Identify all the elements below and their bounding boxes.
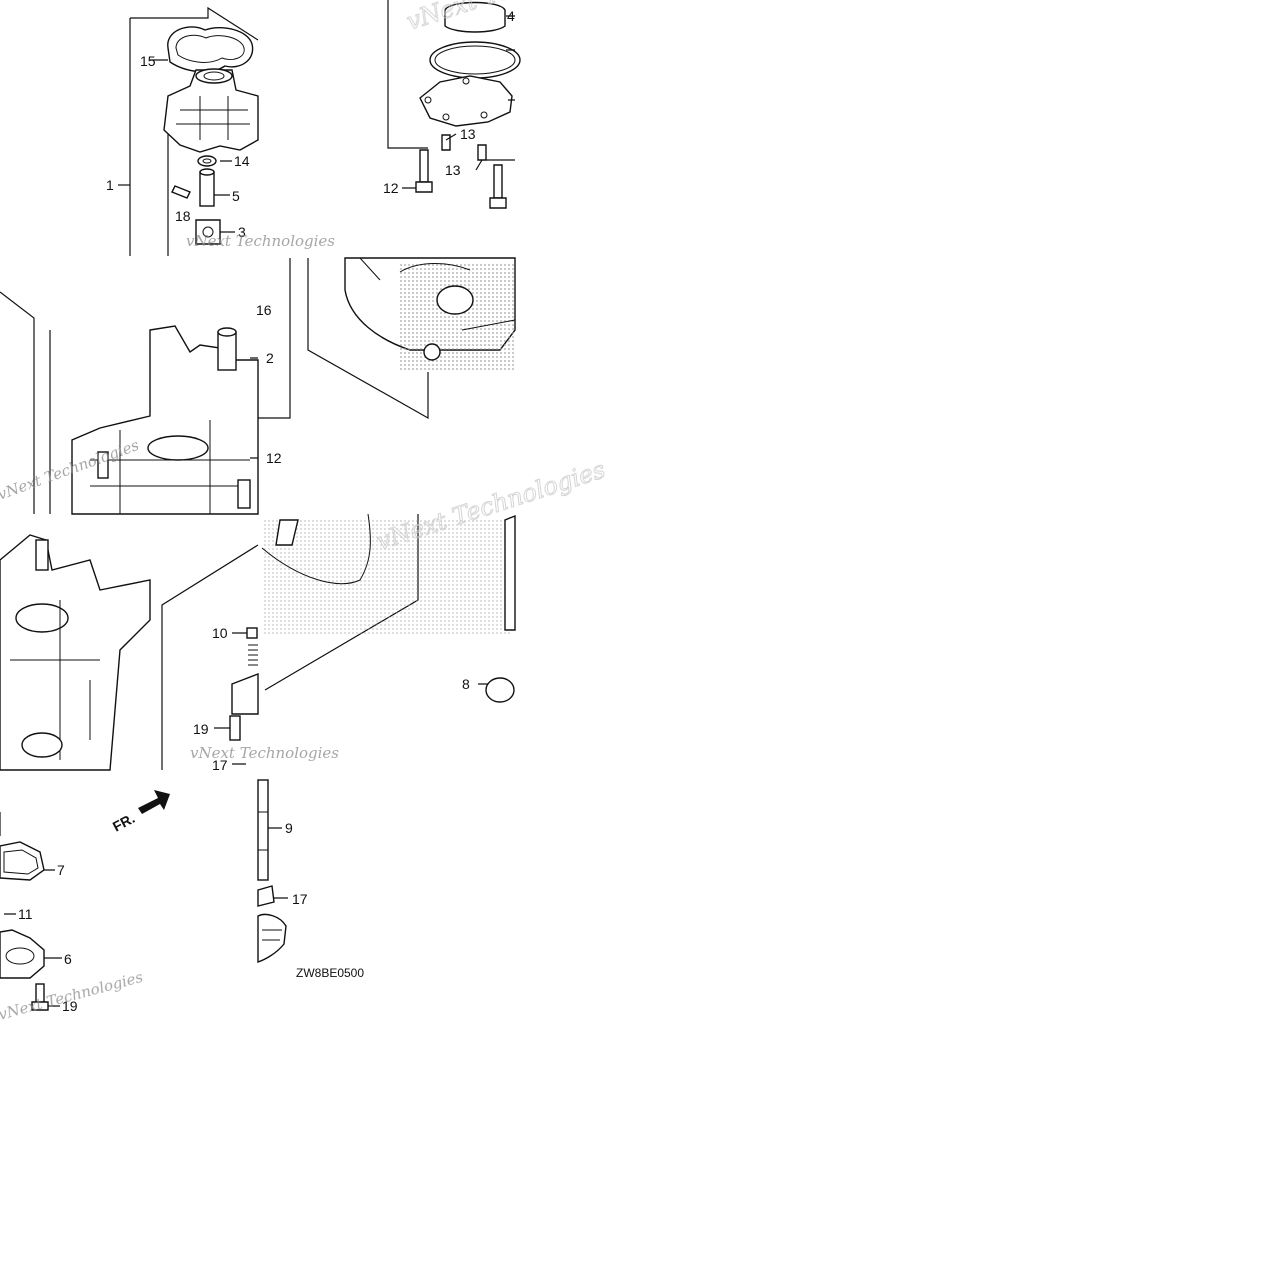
callout-13b: 13 <box>445 162 461 178</box>
callout-16: 16 <box>256 302 272 318</box>
front-label: FR. <box>110 810 137 835</box>
callout-5: 5 <box>232 188 240 204</box>
callout-2: 2 <box>266 350 274 366</box>
callout-14: 14 <box>234 153 250 169</box>
tile-cylinder-block <box>0 258 291 515</box>
callout-12: 12 <box>383 180 399 196</box>
watermark: vNext Technologies <box>403 0 638 36</box>
callout-11: 11 <box>18 906 33 922</box>
watermark: vNext Technologies <box>186 232 335 250</box>
tile-engine-head <box>307 257 516 420</box>
tile-pump-cover <box>387 0 521 209</box>
callout-7: 7 <box>57 862 65 878</box>
tile-oil-pipe <box>257 779 288 963</box>
callout-15: 15 <box>140 53 156 69</box>
callout-17b: 17 <box>292 891 308 907</box>
callout-18: 18 <box>175 208 191 224</box>
diagram-code: ZW8BE0500 <box>296 966 364 980</box>
callout-19: 19 <box>193 721 209 737</box>
callout-9: 9 <box>285 820 293 836</box>
tile-water-pump <box>118 6 259 256</box>
callout-8: 8 <box>462 676 470 692</box>
callout-4: 4 <box>507 8 515 24</box>
callout-12b: 12 <box>266 450 282 466</box>
callout-13: 13 <box>460 126 476 142</box>
callout-17: 17 <box>212 757 228 773</box>
tile-lower-cover <box>0 790 170 1011</box>
callout-1: 1 <box>106 177 114 193</box>
callout-6: 6 <box>64 951 72 967</box>
callout-3: 3 <box>238 224 246 240</box>
front-arrow-icon <box>138 790 170 814</box>
callout-10: 10 <box>212 625 228 641</box>
tile-oil-strainer <box>161 513 516 770</box>
callout-labels: 15 14 1 5 18 3 4 13 13 12 16 2 12 10 8 1… <box>18 8 515 1014</box>
watermark: vNext Technologies <box>190 744 339 762</box>
callout-19b: 19 <box>62 998 78 1014</box>
tile-block-underside <box>0 534 151 771</box>
